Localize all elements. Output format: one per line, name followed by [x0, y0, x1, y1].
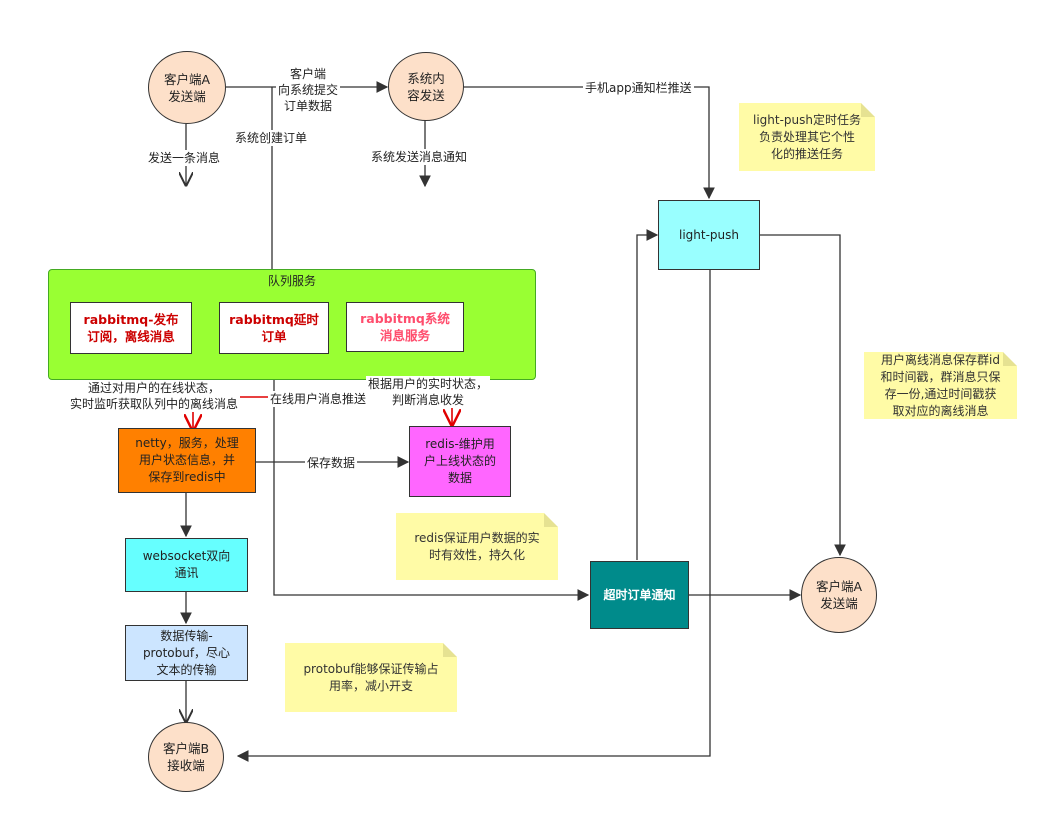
note-offline-group: 用户离线消息保存群id 和时间戳，群消息只保 存一份,通过时间戳获 取对应的离线…: [864, 352, 1017, 419]
client-a-right-label: 客户端A 发送端: [815, 579, 863, 611]
edge-lightpush-clientb: [236, 270, 711, 762]
note-offline-group-text: 用户离线消息保存群id 和时间戳，群消息只保 存一份,通过时间戳获 取对应的离线…: [880, 352, 1001, 418]
note-lightpush-task-text: light-push定时任务 负责处理其它个性 化的推送任务: [752, 112, 861, 161]
rabbitmq-delay-box: rabbitmq延时 订单: [219, 302, 329, 354]
note-redis-persist-text: redis保证用户数据的实 时有效性，持久化: [414, 530, 540, 562]
system-send-circle: 系统内 容发送: [388, 52, 464, 121]
label-create-order: 系统创建订单: [233, 130, 310, 146]
rabbitmq-pubsub-box: rabbitmq-发布 订阅，离线消息: [70, 302, 192, 354]
redis-box: redis-维护用 户上线状态的 数据: [409, 426, 511, 497]
rabbitmq-pubsub-label: rabbitmq-发布 订阅，离线消息: [83, 312, 179, 344]
note-lightpush-task: light-push定时任务 负责处理其它个性 化的推送任务: [739, 103, 875, 171]
note-redis-persist: redis保证用户数据的实 时有效性，持久化: [396, 513, 558, 580]
websocket-label: websocket双向 通讯: [142, 549, 231, 580]
queue-service-title: 队列服务: [267, 274, 316, 288]
rabbitmq-system-box: rabbitmq系统 消息服务: [346, 302, 464, 352]
label-judge-status: 根据用户的实时状态， 判断消息收发: [366, 376, 491, 408]
edge-delay-timeout: [273, 354, 590, 601]
light-push-label: light-push: [678, 227, 739, 242]
label-submit-order: 客户端 向系统提交 订单数据: [276, 66, 341, 114]
protobuf-box: 数据传输- protobuf，尽心 文本的传输: [125, 625, 248, 681]
client-b-label: 客户端B 接收端: [162, 741, 210, 773]
note-protobuf-rate-text: protobuf能够保证传输占 用率，减小开支: [303, 661, 439, 693]
edge-lightpush-client: [760, 234, 846, 557]
netty-label: netty，服务，处理 用户状态信息，并 保存到redis中: [135, 436, 239, 484]
client-a-top-label: 客户端A 发送端: [163, 71, 211, 104]
label-save-data: 保存数据: [305, 455, 358, 471]
timeout-order-label: 超时订单通知: [603, 587, 676, 602]
light-push-box: light-push: [658, 200, 760, 270]
protobuf-label: 数据传输- protobuf，尽心 文本的传输: [142, 628, 231, 677]
system-send-label: 系统内 容发送: [407, 70, 445, 103]
websocket-box: websocket双向 通讯: [125, 538, 248, 592]
label-system-notify: 系统发送消息通知: [369, 149, 470, 165]
client-a-right: 客户端A 发送端: [801, 557, 877, 633]
redis-label: redis-维护用 户上线状态的 数据: [423, 437, 496, 485]
timeout-order-box: 超时订单通知: [590, 561, 689, 629]
edge-phone-push: [464, 86, 715, 200]
label-phone-push: 手机app通知栏推送: [583, 80, 694, 96]
rabbitmq-system-label: rabbitmq系统 消息服务: [360, 311, 450, 343]
label-online-push: 在线用户消息推送: [268, 391, 369, 407]
edge-timeout-lightpush: [636, 229, 659, 560]
label-send-one: 发送一条消息: [146, 150, 223, 166]
rabbitmq-delay-label: rabbitmq延时 订单: [229, 312, 319, 344]
client-b: 客户端B 接收端: [148, 722, 224, 792]
netty-box: netty，服务，处理 用户状态信息，并 保存到redis中: [118, 428, 256, 493]
label-monitor-offline: 通过对用户的在线状态， 实时监听获取队列中的离线消息: [68, 380, 241, 412]
client-a-top: 客户端A 发送端: [148, 51, 226, 124]
note-protobuf-rate: protobuf能够保证传输占 用率，减小开支: [285, 643, 457, 712]
